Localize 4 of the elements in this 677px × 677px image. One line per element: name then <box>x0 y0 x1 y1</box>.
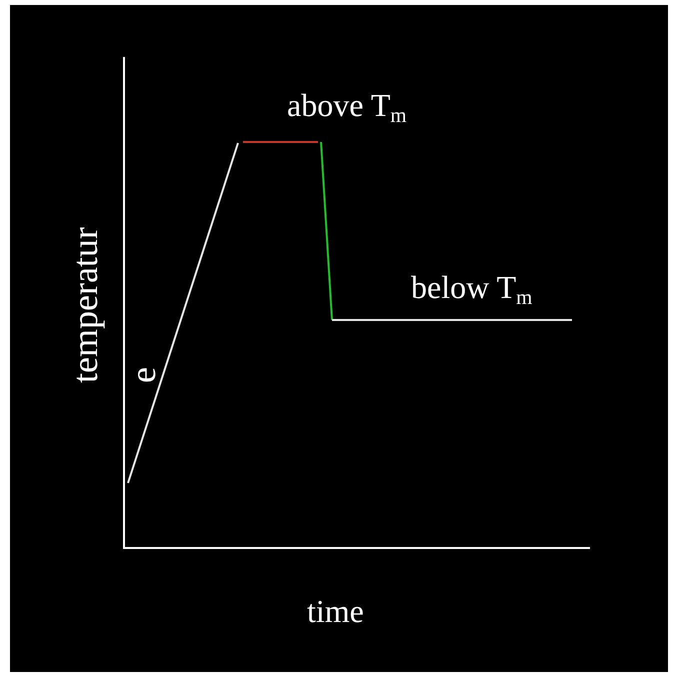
below-melting-label: below T$_{m}$ <box>411 268 532 306</box>
axis-title: time <box>307 592 364 630</box>
above-melting-label: above T$_{m}$ <box>287 86 407 124</box>
axis-title: temperature <box>64 226 164 383</box>
